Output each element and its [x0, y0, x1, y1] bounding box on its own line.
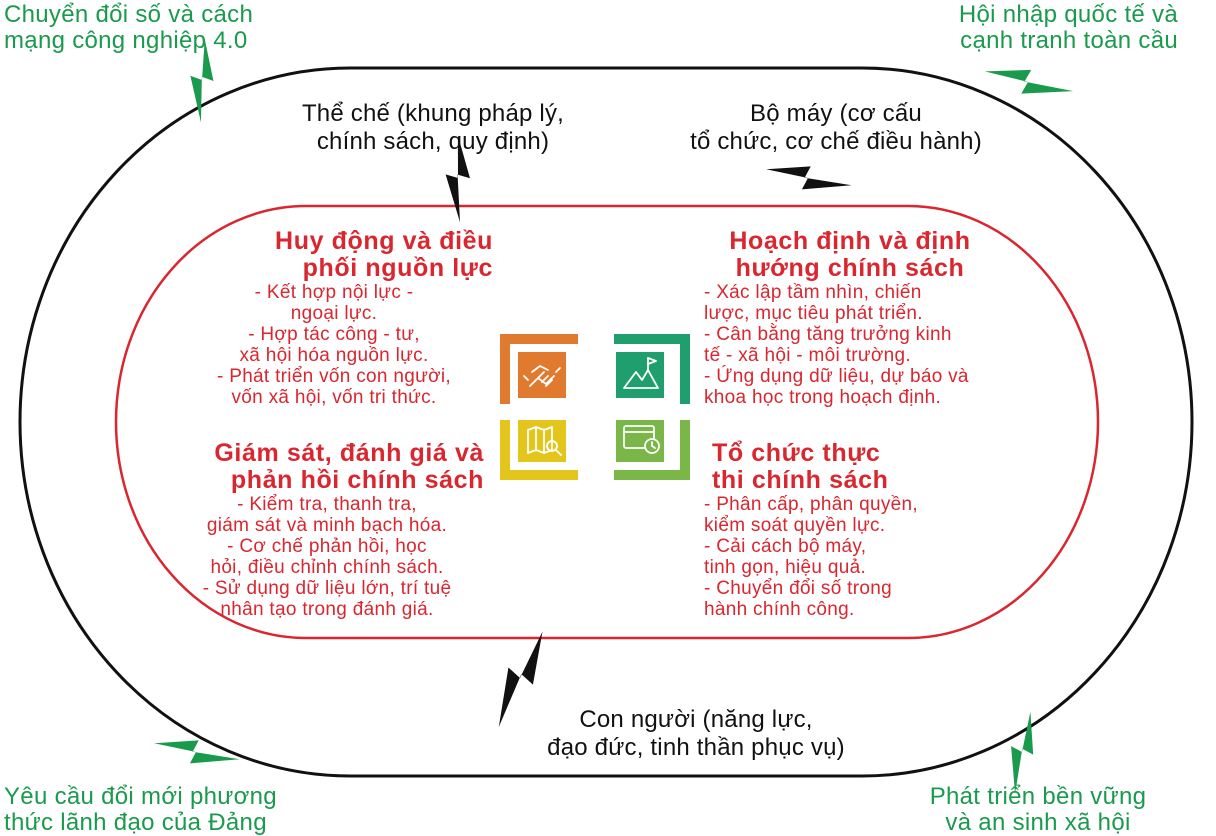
factor-line: Phát triển bền vững — [929, 783, 1147, 810]
map-search-icon — [527, 426, 562, 456]
title-line: Tổ chức thực — [712, 439, 881, 467]
factor-line: và an sinh xã hội — [945, 809, 1131, 836]
handshake-icon — [523, 365, 561, 387]
body-line: giám sát và minh bạch hóa. — [206, 515, 448, 536]
body-line: tế - xã hội - môi trường. — [704, 345, 911, 366]
factor-line: thức lãnh đạo của Đảng — [4, 809, 267, 836]
factor-line: cạnh tranh toàn cầu — [960, 27, 1178, 54]
quadrant-title: Hoạch định và định hướng chính sách — [700, 228, 1000, 282]
title-line: thi chính sách — [712, 466, 889, 494]
black-bolt-institution-icon — [445, 135, 470, 223]
pillar-line: đạo đức, tinh thần phục vụ) — [547, 734, 845, 761]
title-line: hướng chính sách — [735, 254, 965, 282]
title-line: Hoạch định và định — [729, 227, 971, 255]
mountain-flag-icon — [623, 357, 659, 389]
body-line: - Cải cách bộ máy, — [704, 536, 867, 557]
pillar-line: Bộ máy (cơ cấu — [750, 100, 922, 127]
title-line: Huy động và điều — [275, 227, 493, 255]
browser-clock-icon — [623, 425, 660, 454]
outer-oval — [18, 66, 1194, 778]
body-line: - Ứng dụng dữ liệu, dự báo và — [704, 366, 969, 387]
factor-line: Chuyển đổi số và cách — [4, 1, 254, 28]
body-line: - Xác lập tầm nhìn, chiến — [704, 282, 922, 303]
quadrant-monitoring: Giám sát, đánh giá và phản hồi chính sác… — [214, 440, 484, 494]
body-line: - Phát triển vốn con người, — [217, 366, 451, 387]
quadrant-monitoring-body: - Kiểm tra, thanh tra, giám sát và minh … — [150, 494, 504, 620]
body-line: khoa học trong hoạch định. — [704, 387, 942, 408]
factor-sustainable-development: Phát triển bền vững và an sinh xã hội — [900, 784, 1176, 836]
quadrant-resources: Huy động và điều phối nguồn lực — [275, 228, 493, 282]
body-line: - Hợp tác công - tư, — [248, 324, 420, 345]
body-line: - Cân bằng tăng trưởng kinh — [704, 324, 952, 345]
implementation-square — [614, 420, 690, 480]
quadrant-title: Giám sát, đánh giá và phản hồi chính sác… — [214, 440, 484, 494]
quadrant-title: Huy động và điều phối nguồn lực — [275, 228, 493, 282]
body-line: kiểm soát quyền lực. — [704, 515, 886, 536]
factor-party-leadership: Yêu cầu đổi mới phương thức lãnh đạo của… — [4, 784, 277, 836]
body-line: xã hội hóa nguồn lực. — [239, 345, 429, 366]
body-line: ngoại lực. — [290, 303, 378, 324]
green-bolt-bottom-right-icon — [1011, 711, 1034, 794]
factor-line: Hội nhập quốc tế và — [958, 1, 1178, 28]
black-bolt-people-icon — [498, 631, 543, 728]
green-bolt-top-left-icon — [190, 39, 214, 123]
pillar-line: Thể chế (khung pháp lý, — [301, 100, 565, 127]
green-bolt-top-right-icon — [984, 69, 1074, 94]
factor-line: Yêu cầu đổi mới phương — [4, 783, 277, 810]
pillar-apparatus: Bộ máy (cơ cấu tổ chức, cơ chế điều hành… — [636, 100, 1036, 156]
pillar-line: Con người (năng lực, — [579, 706, 813, 733]
resources-square — [500, 334, 578, 404]
pillar-people: Con người (năng lực, đạo đức, tinh thần … — [486, 706, 906, 762]
quadrant-title: Tổ chức thực thi chính sách — [712, 440, 888, 494]
body-line: vốn xã hội, vốn tri thức. — [231, 387, 437, 408]
body-line: - Sử dụng dữ liệu lớn, trí tuệ — [202, 578, 452, 599]
title-line: phản hồi chính sách — [230, 466, 484, 494]
planning-square — [614, 334, 690, 404]
body-line: - Cơ chế phản hồi, học — [227, 536, 427, 557]
factor-digital-transformation: Chuyển đổi số và cách mạng công nghiệp 4… — [4, 2, 253, 54]
black-bolt-apparatus-icon — [766, 166, 852, 190]
body-line: hỏi, điều chỉnh chính sách. — [210, 557, 444, 578]
title-line: phối nguồn lực — [302, 254, 493, 282]
body-line: nhân tạo trong đánh giá. — [220, 599, 434, 620]
factor-line: mạng công nghiệp 4.0 — [4, 27, 248, 54]
body-line: - Phân cấp, phân quyền, — [704, 494, 918, 515]
quadrant-implementation: Tổ chức thực thi chính sách — [712, 440, 888, 494]
quadrant-planning: Hoạch định và định hướng chính sách — [700, 228, 1000, 282]
body-line: - Kiểm tra, thanh tra, — [237, 494, 417, 515]
pillar-institution: Thể chế (khung pháp lý, chính sách, quy … — [258, 100, 608, 156]
body-line: - Kết hợp nội lực - — [254, 282, 414, 303]
body-line: - Chuyển đổi số trong — [704, 578, 892, 599]
body-line: hành chính công. — [704, 599, 855, 620]
monitoring-square — [500, 420, 578, 480]
green-bolt-bottom-left-icon — [154, 740, 240, 764]
inner-red-oval — [114, 204, 1100, 640]
factor-international-integration: Hội nhập quốc tế và cạnh tranh toàn cầu — [959, 2, 1178, 54]
body-line: tinh gọn, hiệu quả. — [704, 557, 867, 578]
body-line: lược, mục tiêu phát triển. — [704, 303, 923, 324]
quadrant-implementation-body: - Phân cấp, phân quyền, kiểm soát quyền … — [704, 494, 918, 620]
title-line: Giám sát, đánh giá và — [214, 439, 484, 467]
pillar-line: chính sách, quy định) — [316, 128, 550, 155]
quadrant-resources-body: - Kết hợp nội lực - ngoại lực. - Hợp tác… — [174, 282, 494, 408]
quadrant-planning-body: - Xác lập tầm nhìn, chiến lược, mục tiêu… — [704, 282, 969, 408]
pillar-line: tổ chức, cơ chế điều hành) — [690, 128, 982, 155]
